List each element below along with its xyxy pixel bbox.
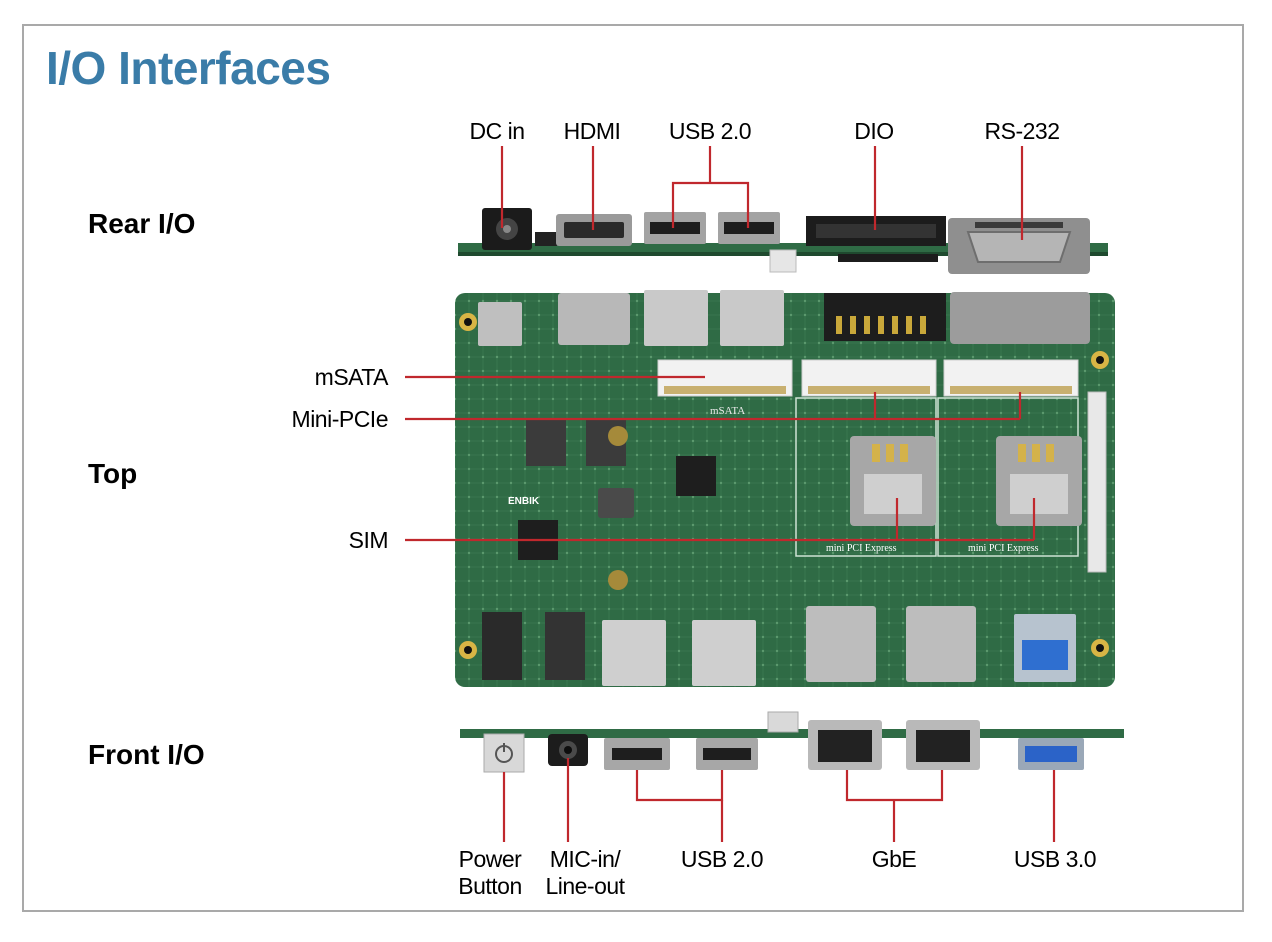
top-power-button	[482, 612, 522, 680]
top-audio-jack	[545, 612, 585, 680]
label-usb30: USB 3.0	[1013, 846, 1097, 872]
top-hdmi	[558, 293, 630, 345]
top-dc-jack	[478, 302, 522, 346]
mini-pcie-slot-1	[801, 359, 937, 397]
label-hdmi: HDMI	[563, 118, 621, 144]
label-mic-line1: MIC-in/	[549, 846, 621, 872]
top-view-board: mSATA mini PCI Express mini PCI Express	[455, 290, 1115, 687]
rear-pcb-edge	[458, 243, 1108, 252]
front-usb3	[1018, 738, 1084, 770]
front-power-button	[483, 733, 525, 773]
sim-holder-1	[850, 436, 936, 526]
top-usb-front-2	[692, 620, 756, 686]
top-rs232	[950, 292, 1090, 344]
front-pcb-edge	[460, 729, 1124, 738]
page-title: I/O Interfaces	[46, 42, 331, 94]
label-rs232: RS-232	[984, 118, 1060, 144]
top-usb-rear-1	[644, 290, 708, 346]
callout-usb20-front	[635, 770, 724, 802]
section-top: Top	[88, 458, 138, 489]
top-lan-2	[906, 606, 976, 682]
mpcie-silk-1: mini PCI Express	[826, 543, 897, 554]
label-mic-line2: Line-out	[545, 873, 625, 899]
label-dc-in: DC in	[469, 118, 525, 144]
top-dio-header	[824, 293, 946, 341]
label-usb20-front: USB 2.0	[680, 846, 764, 872]
label-mini-pcie: Mini-PCIe	[291, 406, 389, 432]
label-power-button-line1: Power	[458, 846, 522, 872]
callout-lines	[405, 146, 1056, 842]
front-gbe-1	[808, 720, 882, 770]
front-audio-jack	[548, 734, 588, 766]
chip	[676, 456, 716, 496]
rear-io-board	[458, 208, 1108, 274]
top-usb-front-1	[602, 620, 666, 686]
msata-silk-label: mSATA	[710, 405, 745, 417]
label-usb20-rear: USB 2.0	[668, 118, 752, 144]
callout-gbe	[845, 770, 944, 802]
label-dio: DIO	[854, 118, 894, 144]
front-io-board	[460, 711, 1124, 773]
label-power-button-line2: Button	[458, 873, 522, 899]
rear-dc-jack	[482, 208, 532, 250]
label-sim: SIM	[348, 527, 389, 553]
section-rear-io: Rear I/O	[88, 208, 196, 239]
top-lan-1	[806, 606, 876, 682]
mpcie-silk-2: mini PCI Express	[968, 543, 1039, 554]
section-front-io: Front I/O	[88, 739, 205, 770]
front-gbe-2	[906, 720, 980, 770]
rear-rs232-port	[948, 218, 1090, 274]
label-gbe: GbE	[871, 846, 917, 872]
mini-pcie-slot-2	[943, 359, 1079, 397]
top-usb-rear-2	[720, 290, 784, 346]
label-msata: mSATA	[314, 364, 389, 390]
rear-dio-header	[806, 216, 946, 246]
brand-silk: ENBIK	[508, 496, 540, 507]
rear-usb-ports	[644, 212, 780, 244]
sim-holder-2	[996, 436, 1082, 526]
